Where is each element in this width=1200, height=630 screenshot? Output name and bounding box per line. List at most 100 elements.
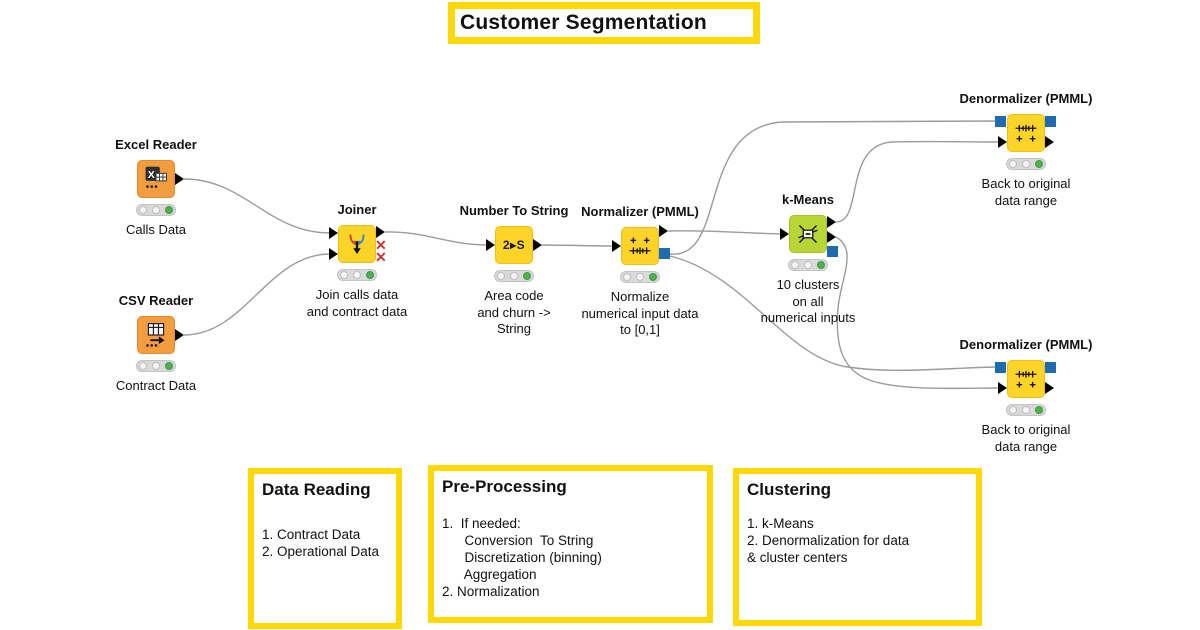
denormalizer-scale-icon [1008, 115, 1044, 151]
kmeans-pmml-output-port[interactable] [827, 246, 838, 257]
connection-excel-to-joiner[interactable] [183, 178, 331, 234]
node-label-csv-reader: CSV Reader [118, 293, 194, 308]
number-to-string-icon-text: 2▸S [502, 238, 526, 252]
status-dot [1009, 406, 1017, 414]
excel-reader-output-port[interactable] [175, 173, 184, 185]
status-dot [139, 362, 147, 370]
annotation-data-reading[interactable]: Data Reading 1. Contract Data 2. Operati… [248, 468, 402, 629]
joiner-inactive-port-x-icon: ✕ [375, 237, 387, 253]
denormalizer-bottom-traffic-light [1006, 404, 1046, 416]
node-comment-normalizer: Normalize numerical input data to [0,1] [581, 289, 699, 337]
annotation-title: Clustering [747, 480, 832, 499]
annotation-clustering[interactable]: Clustering 1. k-Means 2. Denormalization… [733, 468, 982, 626]
normalizer-data-output-port[interactable] [659, 225, 668, 237]
status-dot-green [366, 271, 374, 279]
number-to-string-icon: 2▸S [496, 227, 532, 263]
denormalizer-top-traffic-light [1006, 158, 1046, 170]
status-dot [510, 272, 518, 280]
annotation-body: 1. k-Means 2. Denormalization for data &… [747, 516, 910, 565]
denormalizer-top-pmml-output-port[interactable] [1045, 116, 1056, 127]
status-dot [791, 261, 799, 269]
kmeans-input-port[interactable] [780, 228, 789, 240]
status-dot-green [817, 261, 825, 269]
connection-csv-to-joiner[interactable] [183, 253, 331, 336]
connection-normalizer-to-kmeans[interactable] [667, 230, 782, 235]
kmeans-centers-output-port[interactable] [827, 231, 836, 243]
connection-kmeans-to-denormalizer-top[interactable] [835, 140, 1000, 223]
node-label-excel-reader: Excel Reader [115, 137, 197, 152]
connection-normalizer-pmml-to-denormalizer-bottom[interactable] [669, 255, 997, 372]
node-label-kmeans: k-Means [781, 192, 835, 207]
node-joiner[interactable] [338, 225, 376, 263]
joiner-output-port[interactable] [376, 226, 385, 238]
node-denormalizer-top[interactable] [1007, 114, 1045, 152]
status-dot [804, 261, 812, 269]
node-comment-denormalizer-bottom: Back to original data range [981, 422, 1071, 454]
csv-reader-traffic-light [136, 360, 176, 372]
excel-reader-traffic-light [136, 204, 176, 216]
status-dot-green [1035, 406, 1043, 414]
denormalizer-bottom-pmml-output-port[interactable] [1045, 362, 1056, 373]
status-dot [340, 271, 348, 279]
node-kmeans[interactable] [789, 215, 827, 253]
node-csv-reader[interactable] [137, 316, 175, 354]
denormalizer-bottom-data-input-port[interactable] [998, 382, 1007, 394]
annotation-title: Pre-Processing [442, 477, 567, 496]
node-label-denormalizer-bottom: Denormalizer (PMML) [959, 337, 1093, 352]
workflow-title[interactable]: Customer Segmentation [448, 2, 760, 44]
node-excel-reader[interactable]: X [137, 160, 175, 198]
connection-kmeans-to-denormalizer-bottom[interactable] [835, 236, 1000, 390]
node-label-number-to-string: Number To String [459, 203, 569, 218]
node-number-to-string[interactable]: 2▸S [495, 226, 533, 264]
number-to-string-output-port[interactable] [533, 239, 542, 251]
joiner-input-port-bottom[interactable] [329, 248, 338, 260]
number-to-string-traffic-light [494, 270, 534, 282]
status-dot-green [649, 273, 657, 281]
joiner-inactive-port-x-icon: ✕ [375, 249, 387, 265]
denormalizer-top-pmml-input-port[interactable] [995, 116, 1006, 127]
status-dot [152, 206, 160, 214]
denormalizer-bottom-pmml-input-port[interactable] [995, 362, 1006, 373]
annotation-body: 1. Contract Data 2. Operational Data [262, 527, 380, 559]
normalizer-scale-icon [622, 228, 658, 264]
node-denormalizer-bottom[interactable] [1007, 360, 1045, 398]
kmeans-data-output-port[interactable] [827, 216, 836, 228]
connection-joiner-to-numbertostring[interactable] [384, 231, 488, 246]
status-dot-green [1035, 160, 1043, 168]
node-label-joiner: Joiner [337, 202, 377, 217]
joiner-traffic-light [337, 269, 377, 281]
node-label-normalizer: Normalizer (PMML) [581, 204, 699, 219]
node-comment-joiner: Join calls data and contract data [306, 287, 408, 319]
status-dot-green [523, 272, 531, 280]
node-comment-excel-reader: Calls Data [126, 222, 186, 237]
node-label-denormalizer-top: Denormalizer (PMML) [959, 91, 1093, 106]
node-comment-kmeans: 10 clusters on all numerical inputs [760, 277, 856, 325]
denormalizer-top-data-output-port[interactable] [1045, 136, 1054, 148]
excel-file-icon: X [138, 161, 174, 197]
status-dot [139, 206, 147, 214]
status-dot [152, 362, 160, 370]
denormalizer-top-data-input-port[interactable] [998, 136, 1007, 148]
status-dot [1022, 160, 1030, 168]
joiner-input-port-top[interactable] [329, 227, 338, 239]
svg-text:X: X [148, 170, 155, 181]
node-normalizer[interactable] [621, 227, 659, 265]
cluster-star-icon [790, 216, 826, 252]
status-dot [623, 273, 631, 281]
status-dot [636, 273, 644, 281]
status-dot [353, 271, 361, 279]
connection-numbertostring-to-normalizer[interactable] [541, 244, 614, 247]
normalizer-input-port[interactable] [612, 240, 621, 252]
csv-table-icon [138, 317, 174, 353]
connection-normalizer-pmml-to-denormalizer-top[interactable] [669, 120, 997, 255]
csv-reader-output-port[interactable] [175, 329, 184, 341]
number-to-string-input-port[interactable] [486, 239, 495, 251]
kmeans-traffic-light [788, 259, 828, 271]
normalizer-pmml-output-port[interactable] [659, 248, 670, 259]
annotation-body: 1. If needed: Conversion To String Discr… [442, 516, 602, 599]
denormalizer-bottom-data-output-port[interactable] [1045, 382, 1054, 394]
status-dot [1009, 160, 1017, 168]
node-comment-csv-reader: Contract Data [115, 378, 197, 393]
annotation-pre-processing[interactable]: Pre-Processing 1. If needed: Conversion … [428, 465, 713, 623]
